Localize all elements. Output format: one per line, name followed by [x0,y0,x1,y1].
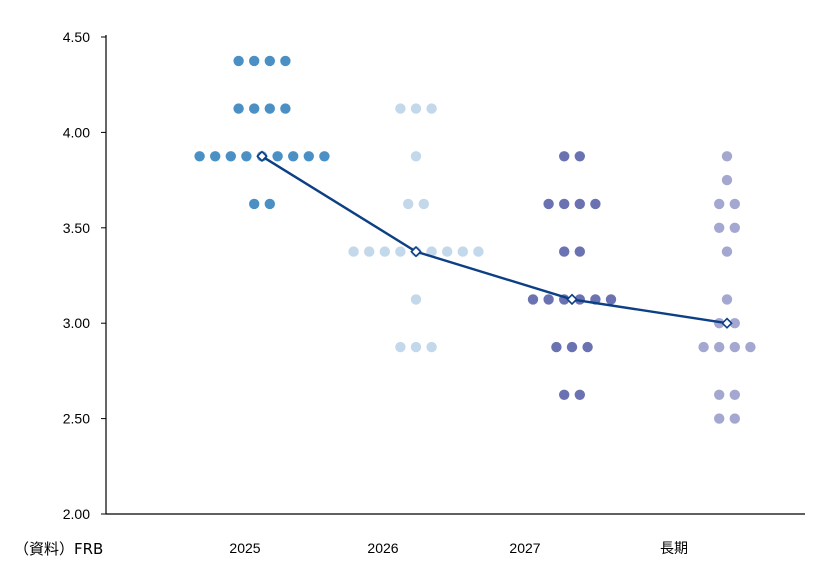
dot-marker [410,103,422,114]
x-tick-label: 2027 [509,540,540,556]
y-tick-label: 3.50 [63,220,90,236]
dot-marker [559,151,570,162]
dot-marker [551,341,562,353]
dot-marker [442,246,453,257]
dot-marker [590,198,601,210]
dot-marker [582,341,593,353]
dot-marker [721,294,733,305]
dot-marker [729,222,740,233]
dot-marker [714,413,725,424]
dot-marker [714,389,725,400]
dot-marker [721,151,733,162]
dot-marker [426,341,437,353]
dot-marker [249,103,260,114]
dot-marker [745,341,756,353]
dot-marker [303,151,314,162]
median-marker [410,245,422,258]
dot-marker [348,246,359,257]
dot-marker [559,389,570,400]
dot-marker [426,246,437,257]
dot-marker [418,198,429,210]
dot-marker [395,341,406,353]
dot-marker [721,246,733,257]
dot-marker [379,246,390,257]
y-tick-label: 2.50 [63,411,90,427]
dot-marker [395,246,406,257]
dot-marker [225,151,236,162]
x-tick-label: 長期 [660,540,688,556]
dot-marker [194,151,205,162]
dot-marker [288,151,299,162]
dot-marker [410,151,422,162]
y-tick-label: 2.00 [63,506,90,522]
dot-marker [714,222,725,233]
y-tick-label: 3.00 [63,315,90,331]
dot-marker [574,389,585,400]
dot-marker [233,103,244,114]
dot-marker [426,103,437,114]
dot-marker [403,198,414,210]
dot-marker [543,294,554,305]
median-marker [721,317,733,329]
axes-layer: 2.00 2.50 3.00 3.50 4.00 4.50 2025 2026 2027 長期 [63,29,805,556]
dot-marker [721,174,733,186]
median-marker [256,150,268,162]
dot-marker [210,151,221,162]
source-note: （資料）FRB [14,540,104,558]
dot-marker [264,103,275,114]
dot-marker [264,198,275,210]
dot-marker [249,55,260,67]
dot-marker [264,55,275,67]
dot-marker [729,318,740,329]
dot-marker [698,341,709,353]
dot-marker [559,198,570,210]
median-layer [256,150,733,329]
dot-marker [272,151,283,162]
dot-marker [559,246,570,257]
dot-marker [249,198,260,210]
dot-marker [729,389,740,400]
dot-marker [574,246,585,257]
dot-marker [574,151,585,162]
dot-marker [280,103,291,114]
dot-marker [410,294,422,305]
dot-marker [714,198,725,210]
dot-marker [473,246,484,257]
dot-marker [605,294,617,305]
dot-marker [319,151,330,162]
dot-marker [410,341,422,353]
y-tick-label: 4.00 [63,124,90,140]
dot-marker [241,151,252,162]
dots-layer [194,55,756,424]
dot-marker [714,341,725,353]
dot-marker [233,55,244,67]
dot-marker [729,341,740,353]
x-tick-label: 2026 [367,540,398,556]
dot-marker [280,55,291,67]
median-marker [566,293,578,306]
dot-marker [566,341,578,353]
dot-marker [574,198,585,210]
median-line [261,155,728,325]
y-tick-label: 4.50 [63,29,90,45]
dot-marker [527,294,539,305]
dot-marker [364,246,375,257]
dot-marker [395,103,406,114]
dot-marker [729,198,740,210]
dot-marker [457,246,468,257]
dot-marker [543,198,554,210]
x-tick-label: 2025 [229,540,260,556]
dot-marker [729,413,740,424]
